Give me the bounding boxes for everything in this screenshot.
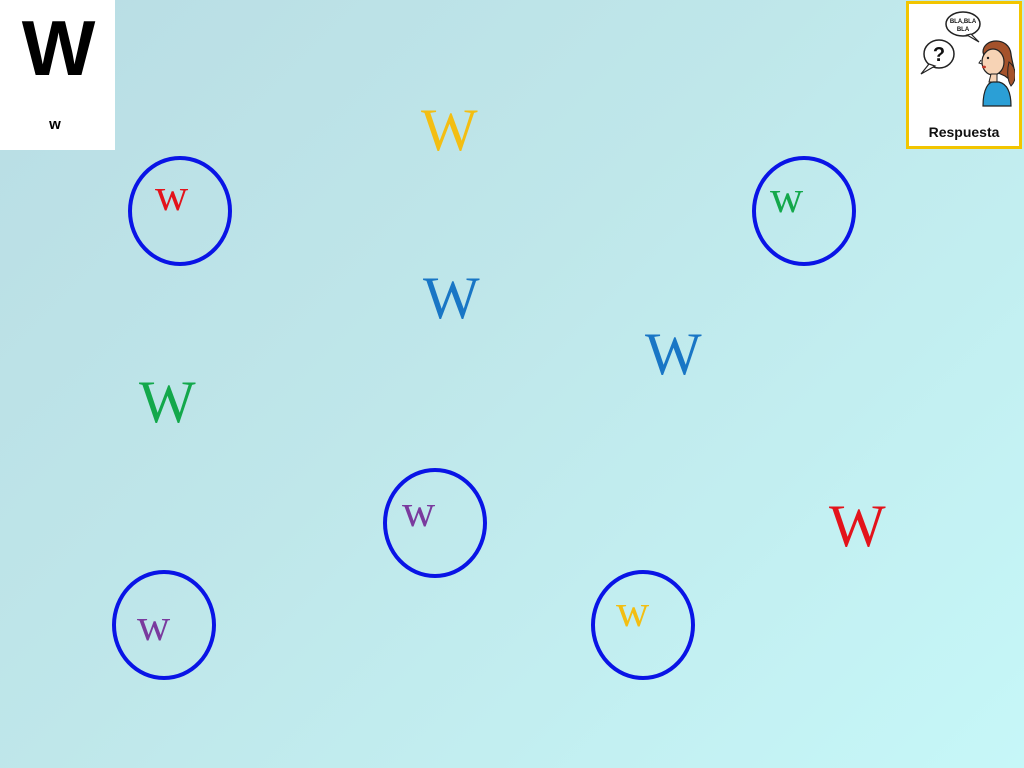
letter-w-lower-purple[interactable]: w: [137, 599, 171, 650]
speech-text: BLA,BLA: [950, 19, 977, 25]
letter-w-upper-blue[interactable]: W: [423, 265, 480, 331]
letter-w-lower-red[interactable]: w: [155, 169, 189, 220]
answer-label: Respuesta: [928, 124, 1000, 140]
letter-w-lower-purple[interactable]: w: [402, 485, 436, 536]
question-mark-icon: ?: [933, 44, 945, 66]
card-lowercase-letter: w: [49, 116, 61, 133]
letter-w-upper-blue[interactable]: W: [645, 321, 702, 387]
selection-circle: [752, 156, 856, 266]
card-uppercase-letter: W: [21, 4, 96, 92]
letter-w-upper-yellow[interactable]: W: [421, 97, 478, 163]
speaking-girl-icon: BLA,BLA BLA ?: [920, 11, 1015, 107]
letter-w-upper-green[interactable]: W: [139, 369, 196, 435]
answer-button[interactable]: BLA,BLA BLA ? Respuesta: [906, 1, 1022, 149]
letter-w-upper-red[interactable]: W: [829, 493, 886, 559]
letter-w-lower-yellow[interactable]: w: [616, 585, 650, 636]
svg-text:BLA: BLA: [957, 27, 970, 33]
letter-w-lower-green[interactable]: w: [770, 171, 804, 222]
letter-card: W w: [0, 0, 115, 150]
